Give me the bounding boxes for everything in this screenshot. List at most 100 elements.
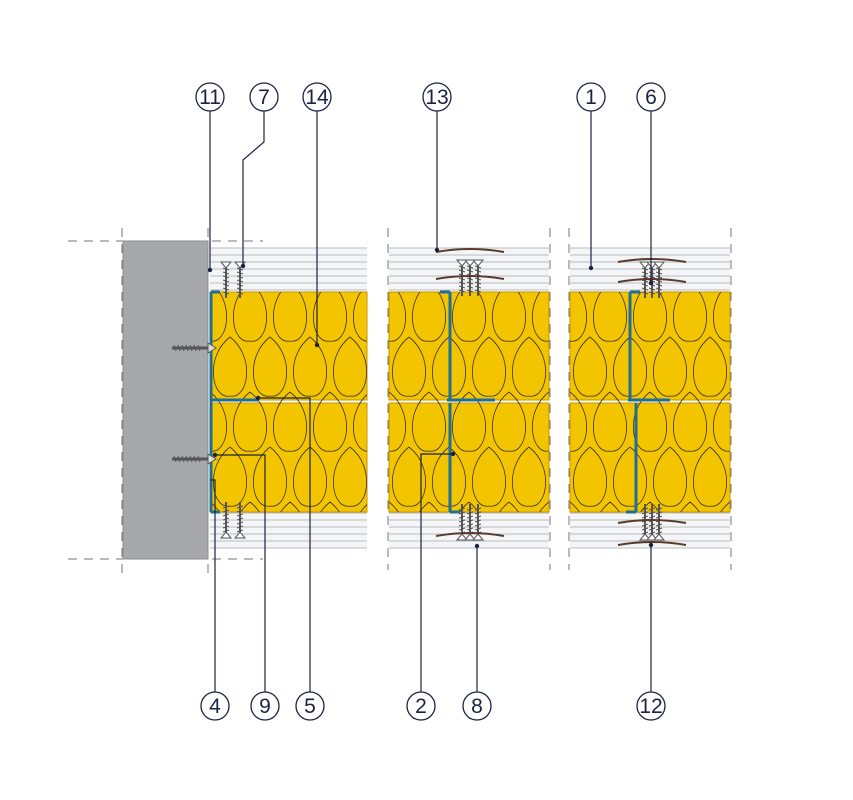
insulation-fiber [233,391,267,452]
insulation-fiber [653,336,687,397]
concrete-wall [122,240,209,560]
insulation-fiber [593,391,627,452]
profile [628,290,640,400]
insulation-fiber [733,447,766,506]
joint-clip [617,278,687,283]
insulation-fiber [773,447,806,506]
insulation-fiber [773,337,806,396]
screw [219,502,233,539]
insulation-fiber [333,446,367,507]
plasterboard [210,513,367,548]
callout-9: 9 [250,691,280,721]
insulation-fiber [452,292,486,342]
insulation-fiber [472,446,506,507]
insulation-panel-b [388,291,550,513]
insulation-fiber [673,391,707,452]
insulation-fiber [210,292,227,342]
svg-text:1: 1 [585,86,597,109]
insulation-fiber [412,391,446,452]
insulation-fiber [213,446,247,507]
anchor-top [172,342,217,354]
callout-4: 4 [200,691,230,721]
insulation-fiber [333,336,367,397]
insulation-fiber [693,336,727,397]
leader-dots [207,247,654,549]
insulation-fiber [293,336,327,397]
insulation-fiber [472,336,506,397]
insulation-panel-c [569,282,806,561]
insulation-fiber [753,282,786,341]
joint-clip [435,248,505,253]
metal-profiles [209,290,670,514]
screw [463,259,477,296]
svg-text:8: 8 [471,695,483,718]
callout-8: 8 [462,691,492,721]
insulation-fiber [392,446,426,507]
screw [455,259,469,296]
svg-text:12: 12 [639,695,662,718]
insulation-fiber [532,292,549,342]
svg-text:2: 2 [415,695,427,718]
insulation-fiber [213,336,247,397]
callout-13: 13 [422,82,452,112]
insulation-fiber [353,394,367,452]
joint-clip [435,275,505,280]
insulation-fiber [210,391,227,452]
svg-text:14: 14 [305,86,329,109]
insulation-fiber [492,292,526,342]
screw [233,502,247,539]
insulation-fiber [313,391,347,452]
svg-text:4: 4 [209,695,221,718]
insulation-fiber [613,446,647,507]
anchor-bottom [172,453,217,465]
svg-text:7: 7 [258,86,270,109]
insulation-fiber [412,292,446,342]
insulation-fiber [389,391,406,452]
insulation-fiber [673,292,707,342]
insulation-fiber [633,292,667,342]
callout-14: 14 [302,82,332,112]
insulation-fiber [512,336,546,397]
joint-clip [617,541,687,546]
leader-lines [209,111,652,692]
callout-1: 1 [576,82,606,112]
insulation-fiber [713,391,730,452]
insulation-fiber [573,446,607,507]
insulation-fiber [693,446,727,507]
callout-7: 7 [249,82,279,112]
profile [448,403,460,514]
screw [471,259,485,296]
insulation-fiber [753,502,786,561]
svg-text:5: 5 [304,695,316,718]
svg-text:13: 13 [425,86,448,109]
profile [440,290,452,400]
insulation-fiber [253,446,287,507]
insulation-fiber [313,292,347,342]
insulation-fiber [573,336,607,397]
insulation-fiber [512,446,546,507]
insulation-fiber [353,292,367,342]
insulation-fiber [233,292,267,342]
joint-clip [435,532,505,537]
callout-6: 6 [636,82,666,112]
screw [219,261,233,298]
insulation-fiber [753,392,786,451]
svg-text:6: 6 [645,86,657,109]
profile [626,403,638,514]
insulation-fiber [570,292,587,342]
insulation-fiber [273,391,307,452]
insulation-fiber [253,336,287,397]
insulation-fiber [733,337,766,396]
insulation-fiber [532,391,549,452]
insulation-fiber [713,292,730,342]
callout-5: 5 [295,691,325,721]
callout-2: 2 [406,691,436,721]
insulation-fiber [570,391,587,452]
joint-clip [617,258,687,263]
insulation-fiber [452,391,486,452]
wall-anchors [172,342,217,465]
insulation-panel-a [209,291,368,513]
insulation-fiber [492,391,526,452]
joint-clip [617,519,687,524]
